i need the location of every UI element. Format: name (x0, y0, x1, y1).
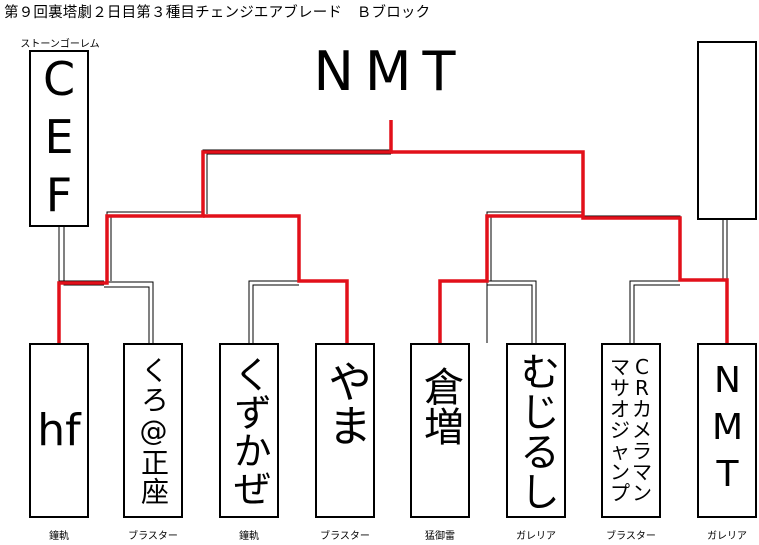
entrant-box-hf: hf (29, 343, 89, 518)
bracket-connector (252, 284, 299, 343)
entrant-name-col: マサオジャンプ (610, 357, 630, 504)
entrant-name-char: プ (610, 481, 630, 505)
entrant-name-char: ジ (610, 418, 630, 442)
entrant-name-char: ン (610, 460, 630, 484)
winning-path-yama (203, 214, 349, 343)
entrant-box-mujirushi: むじるし (506, 343, 566, 518)
entrant-caption: ガレリア (516, 531, 556, 542)
entrant-name-char: マ (610, 355, 630, 379)
entrant-caption: ブラスター (606, 531, 656, 542)
entrant-name: 倉増 (417, 365, 463, 446)
entrant-name: くずかぜ (227, 354, 271, 507)
entrant-name-char: R (635, 376, 649, 400)
entrant-box-nmt: NMT (697, 343, 757, 518)
bracket-connector (104, 286, 150, 343)
entrant-caption: 鐘軌 (49, 531, 69, 542)
bracket-connector (486, 280, 537, 343)
bracket-connector (486, 211, 583, 281)
bracket-connector (106, 211, 203, 281)
bracket-connector (110, 215, 203, 281)
bracket-connector (486, 284, 533, 343)
winning-path-hf (57, 120, 393, 343)
bracket-connector (629, 280, 680, 343)
entrant-name: NMT (707, 360, 748, 501)
entrant-name-char: ャ (610, 439, 630, 463)
bracket-connector (202, 214, 300, 281)
seed-left-caption: ストーンゴーレム (20, 39, 100, 50)
winning-path-kurasu (438, 214, 583, 343)
entrant-caption: 猛御雷 (425, 531, 455, 542)
bracket-connector (248, 280, 299, 343)
entrant-name: くろ@正座 (137, 355, 170, 506)
bracket-connector (63, 227, 104, 286)
entrant-box-kuzukaze: くずかぜ (219, 343, 279, 518)
winner-name: NMT (313, 40, 467, 103)
entrant-name: hf (37, 404, 81, 456)
entrant-box-kuro: くろ@正座 (123, 343, 183, 518)
entrant-name-char: オ (610, 397, 630, 421)
entrant-name-char: カ (632, 397, 652, 421)
entrant-box-yama: やま (315, 343, 375, 518)
entrant-name-char: C (635, 355, 649, 379)
bracket-connector (633, 284, 680, 343)
entrant-caption: 鐘軌 (239, 531, 259, 542)
entrant-name-char: ン (632, 481, 652, 505)
bracket-connector (103, 281, 154, 343)
entrant-name-char: マ (632, 460, 652, 484)
bracket-connector (490, 215, 583, 281)
seed-right-box (697, 41, 757, 220)
entrant-name: やま (320, 358, 371, 447)
entrant-caption: ブラスター (320, 531, 370, 542)
entrant-name: むじるし (513, 350, 559, 511)
bracket-connector (202, 149, 391, 214)
bracket-connector (58, 227, 104, 282)
entrant-box-kurasu: 倉増 (410, 343, 470, 518)
seed-left-box: CEF (29, 50, 89, 227)
bracket-connector (206, 153, 391, 214)
entrant-name-char: ラ (632, 439, 652, 463)
entrant-caption: ガレリア (707, 531, 747, 542)
winning-path-nmt (391, 150, 729, 343)
bracket-connector (583, 215, 681, 281)
seed-left-name: CEF (32, 51, 86, 226)
page-title: 第９回裏塔劇２日目第３種目チェンジエアブレード Ｂブロック (4, 5, 431, 21)
entrant-name-char: サ (610, 376, 630, 400)
entrant-name-char: メ (632, 418, 652, 442)
entrant-caption: ブラスター (128, 531, 178, 542)
